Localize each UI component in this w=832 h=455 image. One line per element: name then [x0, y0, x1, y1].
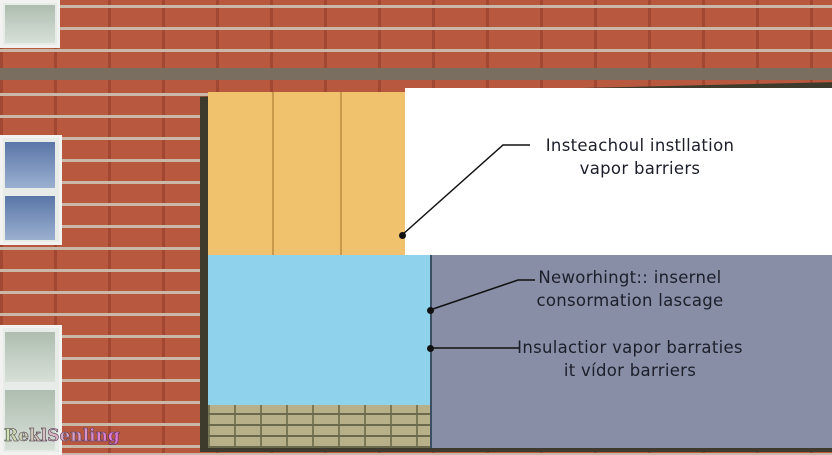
- window-top-left: [0, 0, 60, 48]
- label-2-line2: consormation lascage: [536, 291, 724, 310]
- label-area: [405, 88, 832, 255]
- leader-dot-2: [427, 307, 434, 314]
- label-2: Neworhingt:: insernel consormation lasca…: [515, 266, 745, 312]
- label-1-line1: Insteachoul instllation: [545, 136, 735, 155]
- label-3-line2: it vídor barriers: [563, 361, 697, 380]
- leader-dot-3: [427, 345, 434, 352]
- leader-dot-1: [399, 232, 406, 239]
- yellow-insulation-panels: [208, 92, 405, 255]
- label-2-line1: Neworhingt:: insernel: [538, 268, 722, 287]
- leader-line-1: [401, 144, 530, 236]
- blue-insulation-layer: [208, 255, 430, 405]
- window-middle-left: [0, 135, 62, 245]
- ledge: [0, 68, 832, 80]
- leader-line-2: [429, 279, 535, 311]
- label-1: Insteachoul instllation vapor barriers: [520, 134, 760, 180]
- label-3: Insulactior vapor barraties it vídor bar…: [505, 336, 755, 382]
- label-1-line2: vapor barriers: [579, 159, 701, 178]
- label-3-line1: Insulactior vapor barraties: [517, 338, 743, 357]
- watermark: ReklSenling: [4, 426, 120, 447]
- stone-foundation: [208, 405, 430, 448]
- window-bottom-left: [0, 325, 62, 455]
